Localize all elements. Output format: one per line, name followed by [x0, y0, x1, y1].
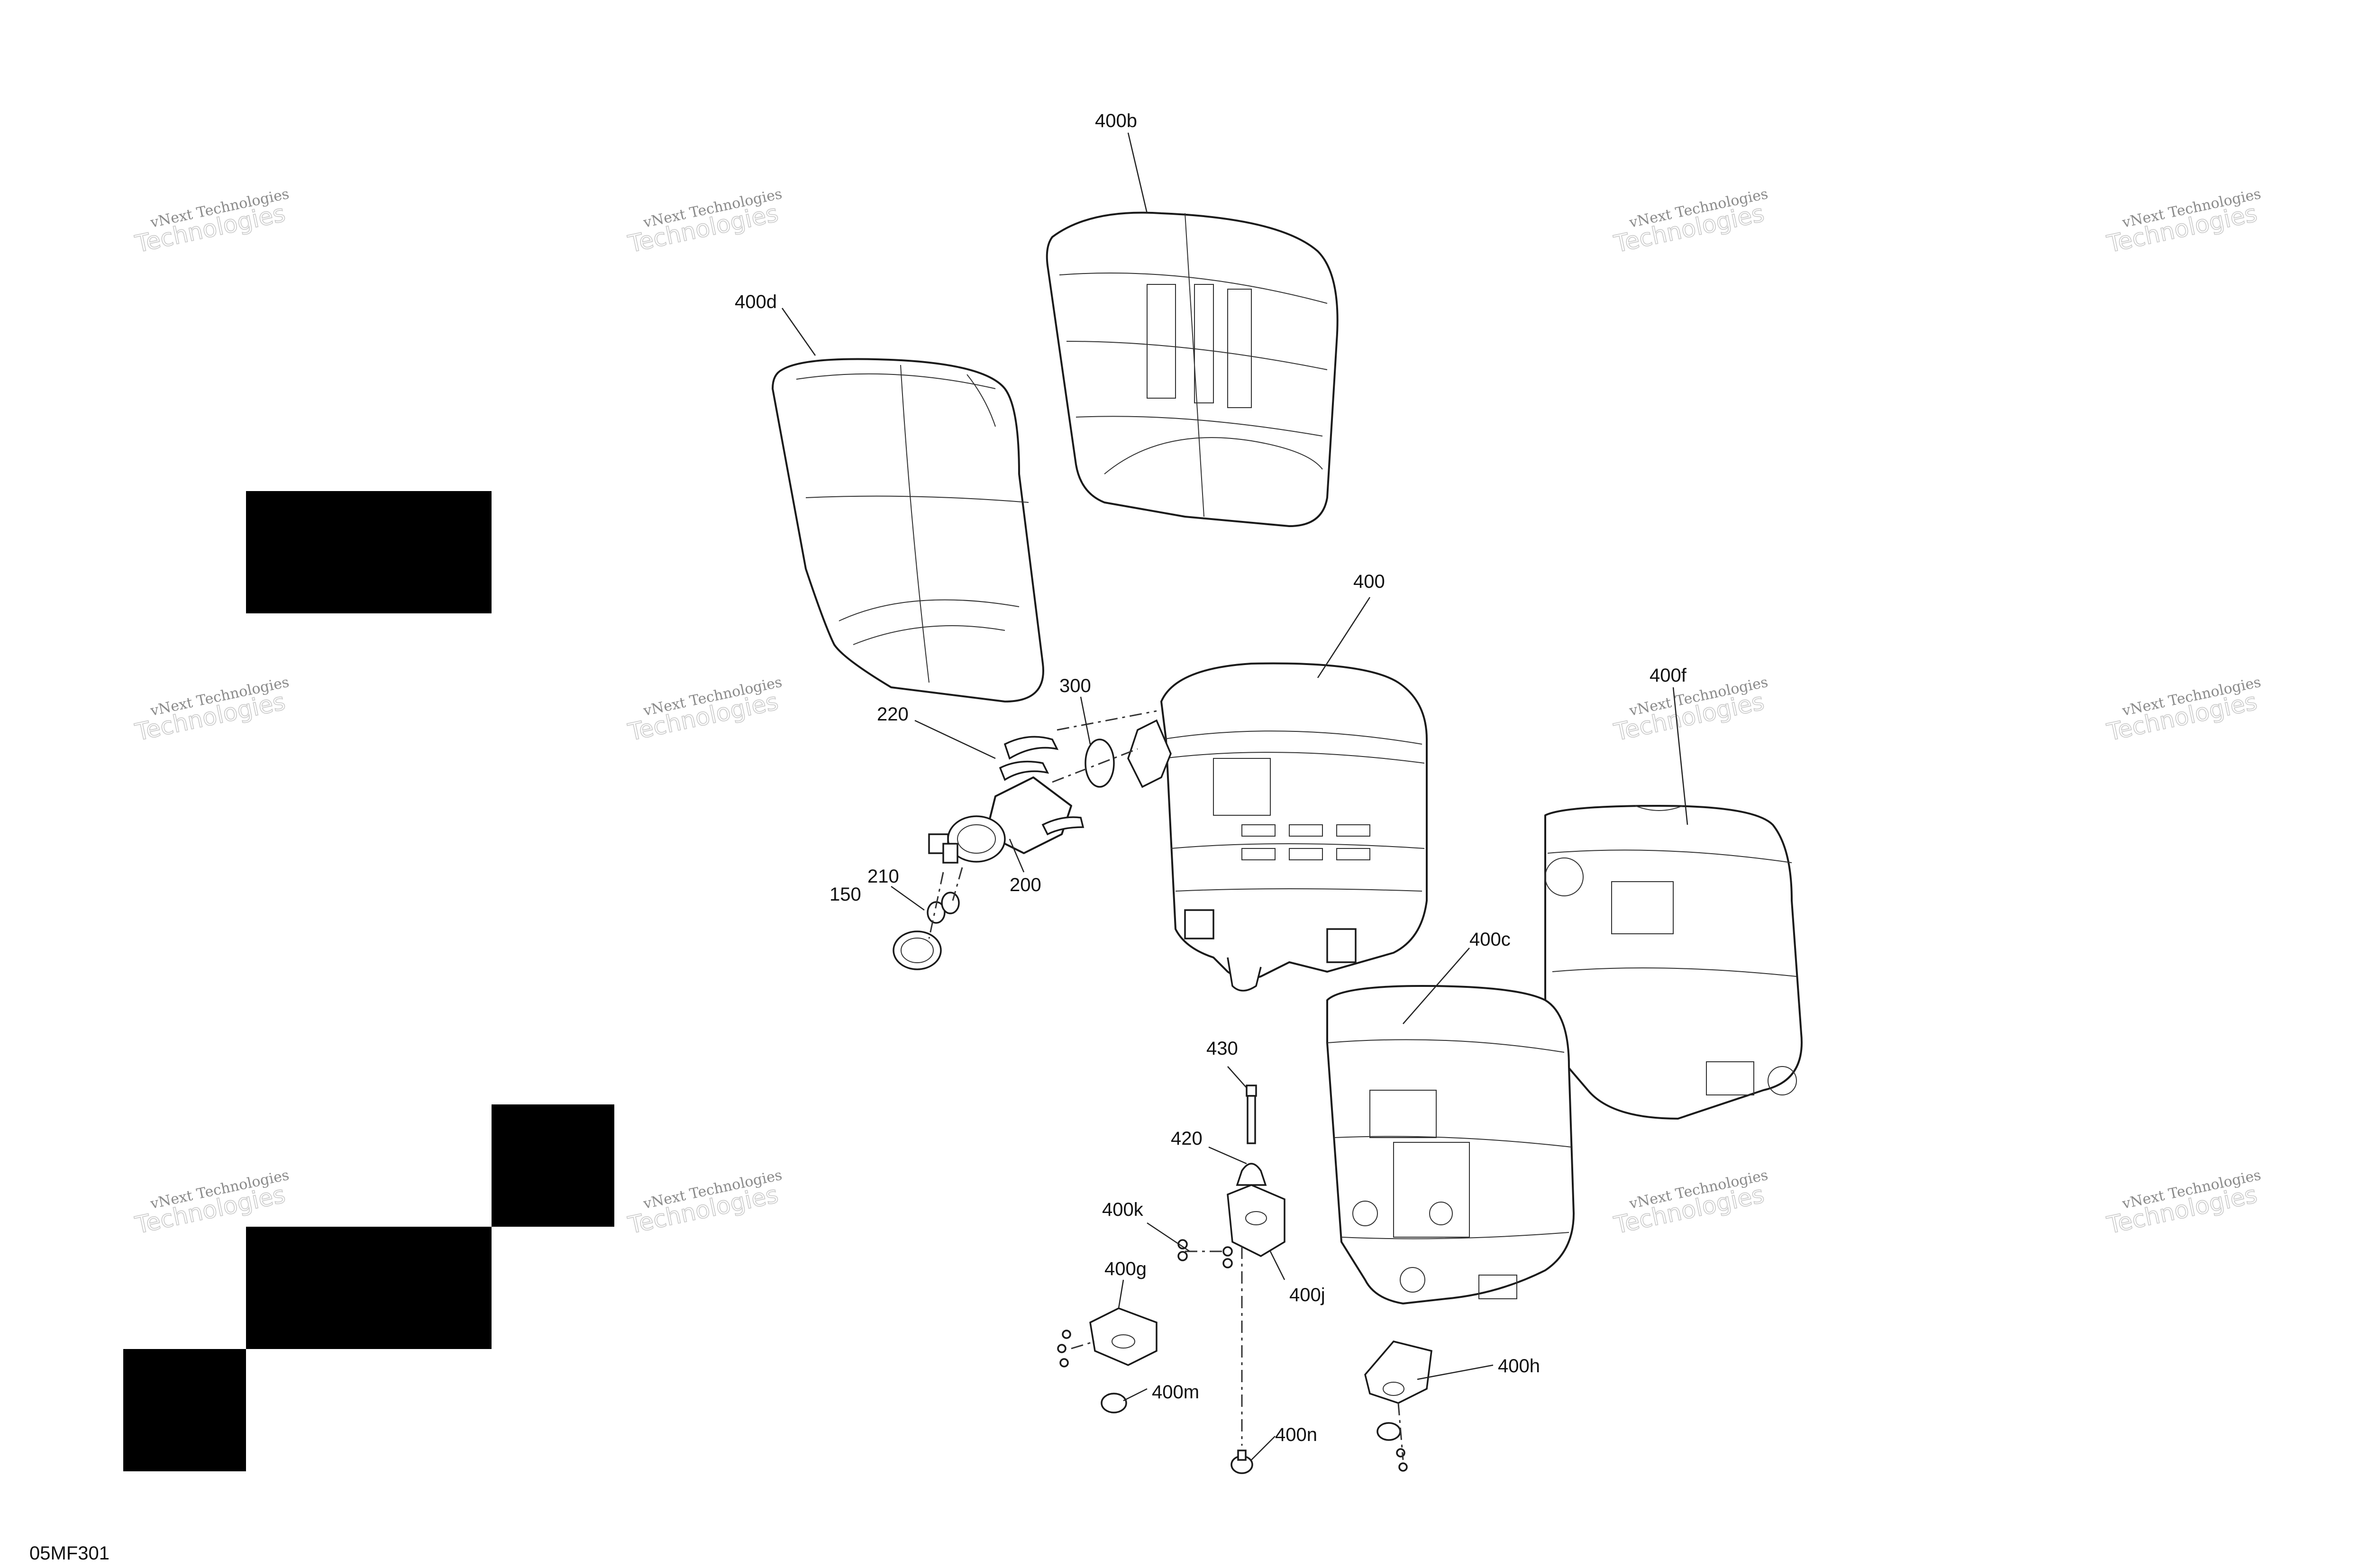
part-400-housing	[1160, 662, 1428, 992]
callout-300: 300	[1059, 675, 1091, 696]
part-400n-foot	[1231, 1449, 1253, 1474]
callout-400n: 400n	[1275, 1424, 1317, 1445]
part-400h-bracket	[1364, 1340, 1432, 1472]
callout-430: 430	[1206, 1038, 1238, 1059]
callout-400b: 400b	[1095, 110, 1137, 131]
black-block	[246, 491, 492, 613]
callout-labels: 400b 400d 400 300 220 400f 200 210 150 4…	[735, 110, 1687, 1445]
callout-400m: 400m	[1152, 1382, 1199, 1403]
black-block	[123, 1349, 246, 1471]
black-blocks	[123, 491, 614, 1471]
black-block	[246, 1227, 492, 1349]
part-400b-cover	[1046, 211, 1339, 527]
callout-400g: 400g	[1104, 1258, 1147, 1279]
callout-220: 220	[877, 704, 909, 725]
assembly-axes	[928, 710, 1404, 1460]
callout-400: 400	[1353, 571, 1385, 592]
part-400m-foot	[1101, 1393, 1127, 1413]
black-block	[492, 1104, 614, 1227]
part-400c-cover	[1326, 985, 1575, 1304]
drawing-code: 05MF301	[29, 1543, 109, 1564]
callout-420: 420	[1171, 1128, 1203, 1149]
part-400g-bracket	[1057, 1307, 1158, 1367]
callout-400j: 400j	[1289, 1285, 1325, 1305]
part-400f-cover	[1544, 805, 1803, 1120]
leader-lines	[781, 132, 1688, 1460]
callout-150: 150	[830, 884, 861, 905]
part-400j-bracket	[1227, 1184, 1285, 1257]
part-300-gasket	[1085, 719, 1172, 788]
part-430-bolt	[1246, 1085, 1257, 1144]
callout-400c: 400c	[1469, 929, 1511, 950]
part-210-fittings	[927, 892, 960, 924]
callout-400h: 400h	[1498, 1356, 1540, 1377]
part-400k-screws	[1177, 1239, 1233, 1268]
part-200-adapter	[928, 776, 1072, 864]
part-420-grommet	[1236, 1163, 1267, 1186]
callout-210: 210	[867, 866, 899, 887]
callout-400d: 400d	[735, 292, 777, 312]
part-400d-cover	[772, 358, 1044, 702]
callout-200: 200	[1010, 875, 1041, 895]
callout-400f: 400f	[1650, 665, 1687, 686]
part-220-clamps	[999, 736, 1085, 836]
callout-400k: 400k	[1102, 1199, 1144, 1220]
part-150-ring	[893, 930, 942, 970]
